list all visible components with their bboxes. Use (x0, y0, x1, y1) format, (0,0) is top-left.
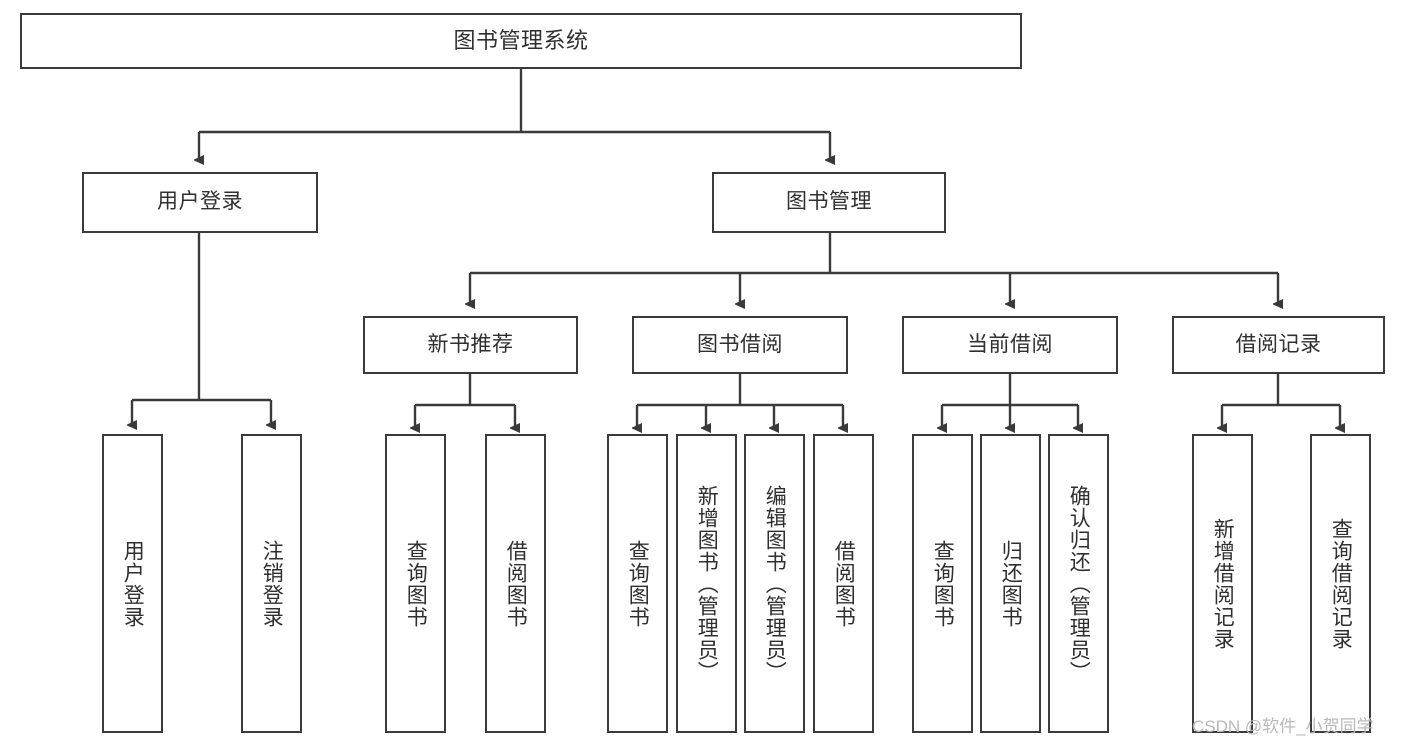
csdn-watermark: CSDN @软件_小贺同学 (1192, 717, 1374, 736)
node-leaf-query-borrow-record[interactable]: 查询借阅记录 (1310, 434, 1371, 733)
node-label: 归还图书 (999, 539, 1023, 628)
node-borrow-records[interactable]: 借阅记录 (1172, 316, 1385, 374)
node-label: 新书推荐 (427, 332, 514, 356)
node-label: 当前借阅 (967, 332, 1053, 356)
node-label: 确认归还（管理员） (1067, 484, 1091, 683)
node-leaf-user-login[interactable]: 用户登录 (102, 434, 163, 733)
node-new-book-recommend[interactable]: 新书推荐 (363, 316, 578, 374)
node-leaf-query-books-borrow[interactable]: 查询图书 (607, 434, 668, 733)
node-book-borrow[interactable]: 图书借阅 (632, 316, 848, 374)
node-label: 用户登录 (121, 539, 145, 628)
node-user-login[interactable]: 用户登录 (82, 172, 318, 233)
node-leaf-borrow-books-recommend[interactable]: 借阅图书 (485, 434, 546, 733)
node-leaf-add-book-admin[interactable]: 新增图书（管理员） (676, 434, 737, 733)
node-label: 新增借阅记录 (1211, 517, 1235, 650)
node-leaf-confirm-return-admin[interactable]: 确认归还（管理员） (1048, 434, 1109, 733)
node-leaf-edit-book-admin[interactable]: 编辑图书（管理员） (744, 434, 805, 733)
node-label: 借阅记录 (1235, 332, 1322, 356)
node-label: 借阅图书 (504, 539, 528, 628)
node-label: 查询图书 (931, 539, 955, 628)
node-leaf-add-borrow-record[interactable]: 新增借阅记录 (1192, 434, 1253, 733)
node-label: 新增图书（管理员） (695, 484, 719, 683)
node-label: 查询图书 (404, 539, 428, 628)
node-label: 借阅图书 (832, 539, 856, 628)
node-book-management[interactable]: 图书管理 (712, 172, 946, 233)
node-label: 图书借阅 (697, 332, 783, 356)
node-label: 用户登录 (157, 190, 243, 214)
node-label: 图书管理系统 (453, 28, 589, 54)
node-label: 查询借阅记录 (1329, 517, 1353, 650)
node-leaf-borrow-book[interactable]: 借阅图书 (813, 434, 874, 733)
node-label: 编辑图书（管理员） (763, 484, 787, 683)
node-current-borrow[interactable]: 当前借阅 (902, 316, 1118, 374)
node-leaf-logout[interactable]: 注销登录 (241, 434, 302, 733)
node-label: 注销登录 (260, 539, 284, 628)
node-leaf-return-book[interactable]: 归还图书 (980, 434, 1041, 733)
node-label: 查询图书 (626, 539, 650, 628)
node-root-system[interactable]: 图书管理系统 (20, 13, 1022, 69)
node-leaf-query-books-recommend[interactable]: 查询图书 (385, 434, 446, 733)
node-label: 图书管理 (786, 190, 872, 214)
node-leaf-query-books-current[interactable]: 查询图书 (912, 434, 973, 733)
